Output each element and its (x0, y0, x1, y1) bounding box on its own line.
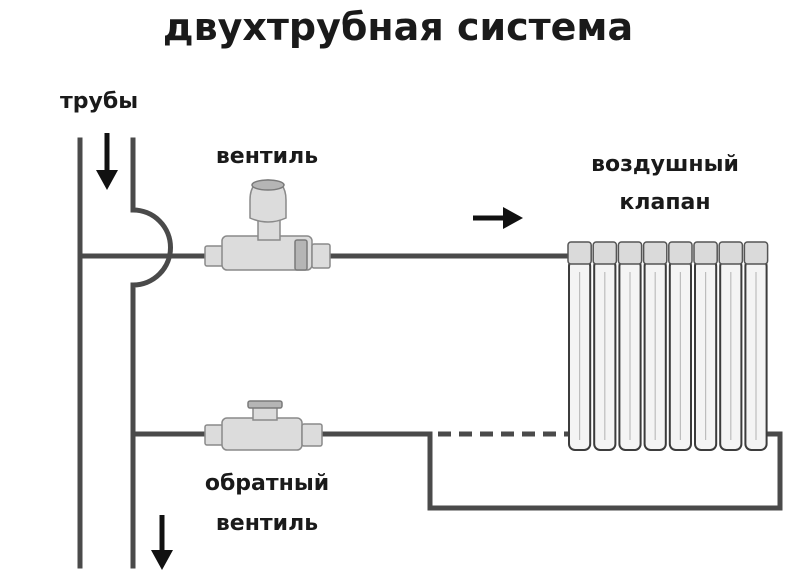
radiator-section (617, 241, 643, 451)
air-valve-label-line1: воздушный (591, 152, 739, 177)
right-arrow-icon (473, 207, 523, 229)
radiator-section (668, 241, 693, 451)
riser-pipes (77, 137, 173, 569)
radiator-section (693, 241, 718, 451)
radiator-section (743, 241, 769, 451)
valve-icon (204, 179, 331, 271)
radiator-section (642, 241, 668, 451)
air-valve-label-line2: клапан (619, 190, 710, 215)
radiator-section (718, 241, 744, 451)
radiator-section (567, 241, 592, 451)
down-arrow-icon (151, 515, 173, 570)
return-valve-icon (204, 400, 323, 451)
return-valve-label-line2: вентиль (216, 511, 318, 536)
pipes-label: трубы (60, 89, 138, 114)
valve-label: вентиль (216, 144, 318, 169)
radiator-icon (567, 241, 769, 451)
diagram-title: двухтрубная система (163, 5, 633, 49)
return-loop-pipe (427, 431, 783, 511)
return-riser (130, 137, 173, 569)
down-arrow-icon (96, 133, 118, 190)
return-valve-label-line1: обратный (205, 471, 329, 496)
radiator-section (592, 241, 618, 451)
